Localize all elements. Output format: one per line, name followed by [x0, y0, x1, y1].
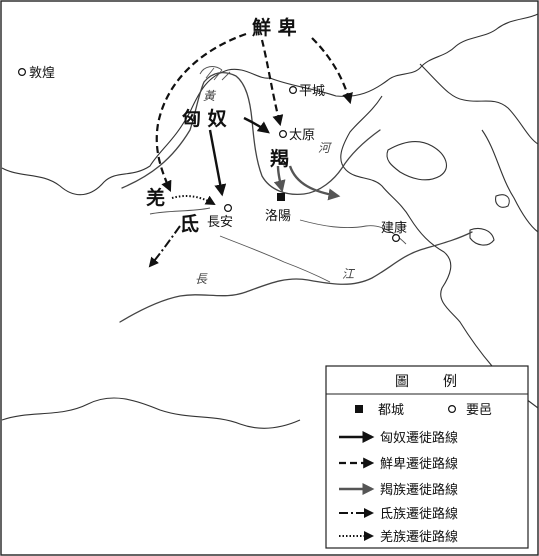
island-outline-2: [495, 194, 510, 208]
changan-label: 長安: [207, 215, 233, 230]
jie-route-luoyang: [273, 165, 286, 193]
shandong-coast: [386, 141, 447, 181]
xianbei-route-east: [311, 37, 353, 105]
luoyang-capital-marker: [277, 193, 285, 201]
legend-jie-label: 羯族遷徙路線: [380, 482, 458, 498]
legend-capital-symbol: [355, 405, 363, 413]
yellow-river: [121, 71, 381, 196]
huai-river: [299, 219, 407, 245]
luoyang-label: 洛陽: [265, 209, 291, 224]
qiang-label: 羌: [146, 186, 165, 209]
pingcheng-marker: [289, 85, 298, 94]
taiyuan-label: 太原: [289, 128, 315, 143]
xiongnu-route-changan: [208, 129, 227, 197]
jie-label: 羯: [270, 147, 289, 170]
ordos-hatching: [199, 66, 231, 81]
coastline: [340, 95, 539, 409]
yangtze-river: [119, 231, 473, 323]
xianbei-route-west: [155, 32, 247, 193]
island-outline: [469, 227, 495, 246]
pingcheng-label: 平城: [299, 84, 325, 99]
qiang-route: [171, 195, 216, 205]
han-river: [219, 235, 331, 283]
xianbei-label: 鮮 卑: [252, 16, 297, 39]
yellow-river-label-2: 河: [318, 141, 332, 155]
jiankang-marker: [392, 234, 401, 243]
yellow-river-label-1: 黃: [203, 89, 217, 103]
legend: 圖 例 都城 要邑 匈奴遷徙路線 鮮卑遷徙路線 羯族遷徙路線 氐族遷徙路線 羌族…: [325, 365, 529, 549]
southern-coast: [1, 397, 301, 429]
legend-capital-label: 都城: [378, 403, 404, 418]
jie-route-east: [288, 165, 341, 201]
liaodong-coast: [419, 63, 539, 145]
changan-marker: [224, 204, 233, 213]
di-label: 氐: [180, 213, 199, 235]
legend-qiang-label: 羌族遷徙路線: [380, 529, 458, 545]
di-route: [148, 225, 181, 268]
legend-town-symbol: [448, 405, 457, 414]
taiyuan-marker: [279, 130, 288, 139]
yangtze-label-1: 長: [195, 272, 208, 286]
dunhuang-marker: [18, 67, 27, 76]
legend-box: [325, 365, 529, 549]
legend-title: 圖 例: [395, 374, 459, 390]
xiongnu-route-taiyuan: [243, 116, 270, 134]
legend-di-label: 氐族遷徙路線: [380, 506, 458, 522]
legend-xianbei-label: 鮮卑遷徙路線: [380, 456, 458, 472]
legend-xiongnu-label: 匈奴遷徙路線: [380, 430, 458, 446]
xiongnu-label: 匈 奴: [182, 107, 227, 130]
xianbei-route-taiyuan: [260, 39, 284, 127]
jiankang-label: 建康: [381, 220, 407, 236]
yangtze-label-2: 江: [342, 267, 356, 281]
dunhuang-label: 敦煌: [29, 65, 55, 81]
legend-town-label: 要邑: [466, 403, 492, 418]
wei-river: [149, 207, 211, 215]
korea-coast: [481, 129, 539, 233]
